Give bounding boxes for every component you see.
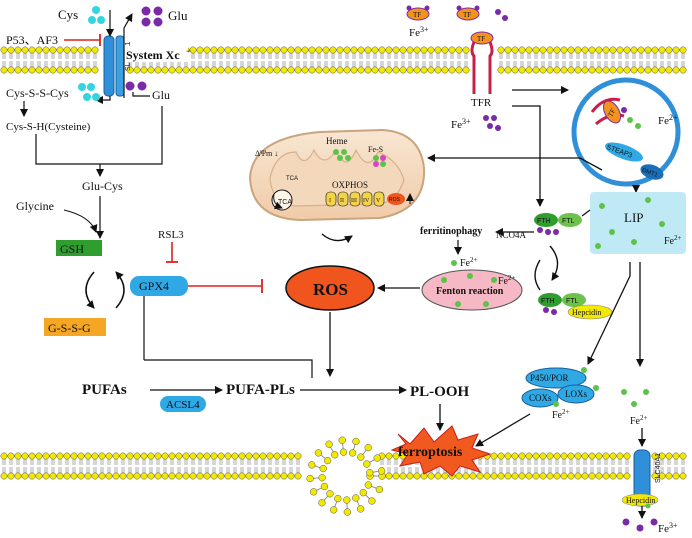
fe3-mid-label: Fe3+ (451, 117, 471, 131)
fth-bot-label: FTH (541, 298, 555, 305)
gsh-box (56, 240, 102, 256)
gpx4-box (130, 276, 188, 296)
ros-ellipse (285, 265, 375, 311)
fenton-label: Fenton reaction (436, 286, 504, 297)
pl-ooh-label: PL-OOH (410, 384, 469, 400)
cysteine-label: Cys-S-H(Cysteine) (6, 121, 91, 133)
gpx4-label: GPX4 (139, 279, 169, 293)
fe2-lip-label: Fe2+ (664, 234, 682, 247)
fe2-fenton-label: Fe2+ (498, 274, 516, 287)
gsh-label: GSH (60, 242, 84, 256)
ncoa4-label: NCO4A (496, 230, 527, 240)
transferrin-top: TF TF (406, 5, 508, 21)
acsl4-label: ACSL4 (166, 399, 200, 411)
fe-s-label: Fe-S (368, 145, 383, 154)
tf-label: TF (413, 11, 421, 19)
liposome-vesicle (306, 436, 386, 516)
fe2-ferr-label: Fe2+ (460, 256, 478, 269)
glu-mid-label: Glu (152, 88, 170, 102)
glu-molecules-top (141, 6, 163, 27)
free-iron-dots (621, 389, 649, 407)
cell-membrane-top (0, 46, 687, 74)
oxphos-label: OXPHOS (332, 180, 368, 190)
lip-iron-dots (595, 197, 665, 249)
complex-1-label: I (329, 198, 331, 204)
complex-2-label: II (340, 198, 344, 204)
glycine-label: Glycine (16, 199, 54, 213)
cys-label: Cys (58, 7, 78, 22)
ftl-bot-label: FTL (566, 298, 579, 305)
heme-label: Heme (326, 136, 348, 146)
fth-top-label: FTH (537, 218, 551, 225)
pufa-pls-label: PUFA-PLs (226, 382, 295, 398)
fe-s-cluster (373, 155, 386, 167)
fe2-enzyme-label: Fe2+ (552, 408, 570, 421)
ferritinophagy-iron-dot (451, 260, 457, 266)
fe3-top-label: Fe3+ (409, 25, 429, 39)
fe3-bottom-label: Fe3+ (658, 521, 678, 535)
dmt1-label: DMT1 (641, 168, 659, 179)
tca-label: TCA (278, 199, 292, 206)
rsl3-label: RSL3 (158, 229, 184, 241)
fenton-iron-dots (441, 273, 497, 307)
lipoxygenase-enzyme-cluster: P450/POR COXs LOXs (521, 367, 599, 408)
ros-small-label: ROS (389, 197, 401, 203)
delta-psi-label: ΔΨm ↓ (255, 149, 278, 158)
glu-cys-label: Glu-Cys (82, 179, 123, 193)
glu-top-label: Glu (168, 8, 188, 23)
ferritin-complex-top: FTH FTL (534, 213, 582, 235)
p53-af3-label: P53、AF3 (6, 33, 58, 47)
tfr-label: TFR (471, 97, 492, 109)
heme-molecules (333, 149, 351, 161)
endosome: TF STEAP3 DMT1 (571, 77, 681, 187)
fe3-molecules-bottom (622, 518, 658, 532)
oxphos-complexes: I II III IV V ROS (325, 191, 414, 207)
hepcidin-mid-label: Hepcidin (572, 308, 601, 317)
cystine-molecules (78, 83, 100, 101)
tf-label: TF (463, 11, 471, 19)
ferroptosis-label: ferroptosis (398, 445, 463, 460)
coxs-label: COXs (529, 393, 552, 403)
gssg-box (44, 318, 106, 336)
ftl-top-label: FTL (562, 218, 575, 225)
complex-5-label: V (376, 198, 381, 204)
slc40a1-label: SLC40A1 (655, 453, 662, 483)
cys-s-s-cys-label: Cys-S-S-Cys (6, 86, 69, 100)
glu-molecules-mid (125, 81, 147, 91)
cys-molecules-top (88, 6, 105, 24)
complex-3-label: III (351, 198, 357, 204)
gssg-label: G-S-S-G (48, 321, 91, 335)
transferrin-receptor: TF (470, 31, 494, 94)
svg-text:TCA: TCA (286, 176, 298, 182)
system-xc-transporter: SLC7A11 System Xc − (103, 35, 191, 97)
acsl4-box (160, 396, 206, 412)
complex-4-label: IV (363, 198, 370, 204)
pufas-label: PUFAs (82, 382, 127, 398)
loxs-label: LOXs (565, 389, 587, 399)
fe2-endo-label: Fe2+ (658, 113, 678, 127)
lip-box (590, 192, 686, 254)
ros-label: ROS (313, 280, 348, 299)
p450-label: P450/POR (530, 373, 569, 383)
ferritinophagy-label: ferritinophagy (420, 226, 482, 237)
tf-label: TF (477, 35, 485, 43)
fe3-molecules-mid (483, 115, 501, 131)
lip-label: LIP (624, 210, 644, 225)
ferroptosis-burst (390, 425, 492, 477)
hepcidin-bot-label: Hepcidin (626, 496, 655, 505)
tf-endo-label: TF (606, 107, 617, 118)
system-xc-label: System Xc (126, 48, 180, 62)
cell-membrane-bottom (0, 452, 687, 480)
fe2-free-label: Fe2+ (630, 414, 648, 427)
ferritin-complex-bottom: FTH FTL Hepcidin (538, 293, 613, 320)
svg-text:−: − (186, 46, 191, 56)
